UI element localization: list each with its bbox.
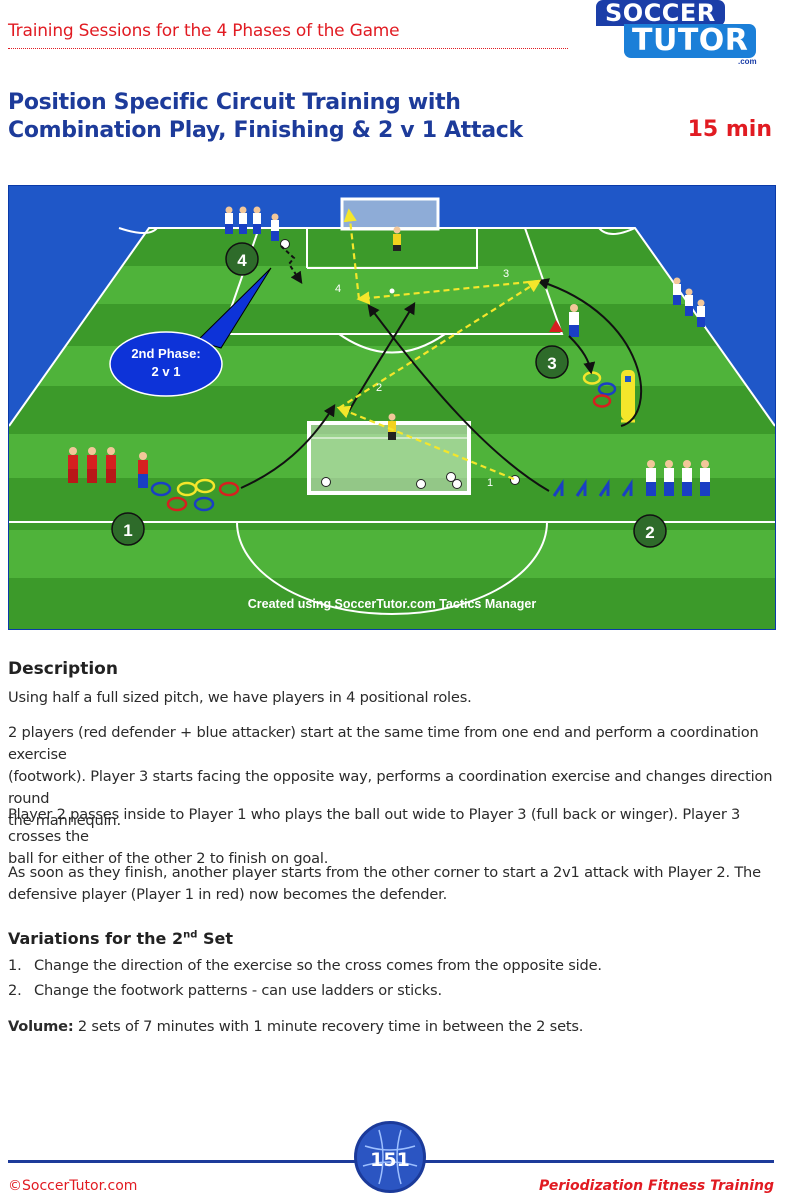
player-runs (240, 245, 642, 492)
blue-team-players-top-left (225, 206, 279, 241)
coordination-rings-right (582, 371, 617, 408)
footer-copyright: ©SoccerTutor.com (8, 1178, 138, 1194)
player-3 (569, 304, 579, 337)
phase-callout-line2: 2 v 1 (152, 364, 181, 379)
position-marker-2: 2 (633, 514, 667, 548)
session-title: Position Specific Circuit Training with … (8, 89, 628, 145)
footwork-hurdles (552, 479, 633, 497)
volume-label: Volume: (8, 1018, 74, 1035)
tactics-diagram: 1 2 3 4 2nd Phase: 2 v 1 1 2 3 4 Created… (8, 185, 776, 630)
variation-item-1: 1.Change the direction of the exercise s… (8, 957, 602, 974)
footer-rule-left (8, 1160, 360, 1163)
pass-label-3: 3 (503, 268, 509, 280)
section-title: Training Sessions for the 4 Phases of th… (8, 21, 400, 41)
variations-heading: Variations for the 2nd Set (8, 929, 233, 948)
pass-label-1: 1 (487, 477, 493, 489)
logo-word-soccer: SOCCER (596, 0, 725, 26)
footer-rule-right (420, 1160, 774, 1163)
pass-labels: 1 2 3 4 (335, 268, 509, 489)
position-marker-1: 1 (111, 512, 145, 546)
diagram-credit: Created using SoccerTutor.com Tactics Ma… (248, 597, 537, 611)
variation-item-2: 2.Change the footwork patterns - can use… (8, 982, 442, 999)
soccertutor-logo: SOCCER TUTOR .com (588, 0, 778, 72)
footer-book-title: Periodization Fitness Training (538, 1178, 774, 1194)
top-goal (340, 197, 440, 231)
phase-callout-line1: 2nd Phase: (131, 346, 200, 361)
page-number-ball-icon (354, 1121, 426, 1193)
mannequin (621, 370, 635, 423)
svg-text:1: 1 (123, 521, 132, 540)
cone-marker (549, 320, 563, 332)
pass-label-4: 4 (335, 283, 341, 295)
pitch-surface (9, 228, 775, 629)
session-title-line1: Position Specific Circuit Training with (8, 90, 461, 115)
svg-text:3: 3 (547, 354, 556, 373)
description-paragraph-1: Using half a full sized pitch, we have p… (8, 689, 472, 706)
description-paragraph-2: 2 players (red defender + blue attacker)… (8, 724, 773, 829)
pass-lines (336, 208, 542, 481)
logo-word-tutor: TUTOR (624, 24, 757, 58)
position-marker-3: 3 (535, 345, 569, 379)
description-heading: Description (8, 659, 118, 679)
session-title-line2: Combination Play, Finishing & 2 v 1 Atta… (8, 118, 523, 143)
page-number: 151 (370, 1149, 410, 1171)
session-duration: 15 min (687, 117, 772, 142)
description-paragraph-4: As soon as they finish, another player s… (8, 864, 761, 903)
pass-label-2: 2 (376, 382, 382, 394)
goalkeeper-center (388, 413, 396, 440)
phase-callout: 2nd Phase: 2 v 1 (109, 267, 272, 397)
description-paragraph-3: Player 2 passes inside to Player 1 who p… (8, 806, 741, 867)
pitch-svg: 1 2 3 4 2nd Phase: 2 v 1 1 2 3 4 Created… (9, 197, 775, 629)
penalty-spot (389, 288, 395, 294)
svg-text:2: 2 (645, 523, 654, 542)
blue-team-players-top-right (673, 277, 705, 327)
position-markers: 1 2 3 4 (111, 242, 667, 548)
position-marker-4: 4 (225, 242, 259, 276)
goalkeeper-top (393, 226, 401, 251)
header-divider (8, 48, 568, 49)
coordination-rings-left (150, 478, 240, 512)
volume-text: 2 sets of 7 minutes with 1 minute recove… (73, 1018, 584, 1035)
red-team-players (68, 447, 148, 488)
logo-domain: .com (738, 57, 757, 66)
blue-team-players-bottom (646, 460, 710, 496)
svg-text:4: 4 (237, 251, 247, 270)
volume-line: Volume: 2 sets of 7 minutes with 1 minut… (8, 1016, 776, 1038)
